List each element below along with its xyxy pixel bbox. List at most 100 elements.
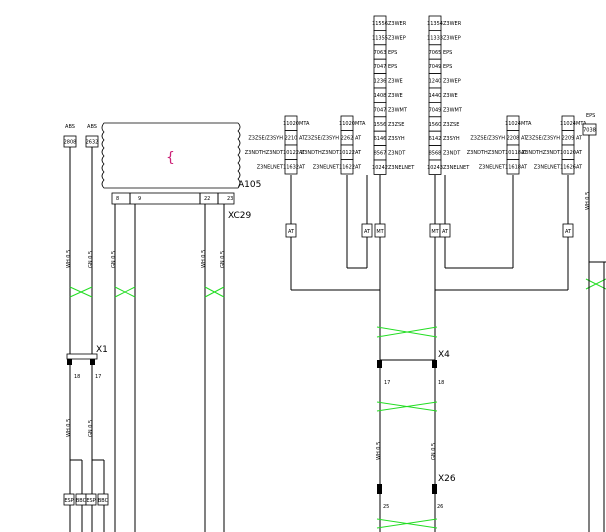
pin-description: Z3ZSE/Z3SYH <box>525 136 560 142</box>
code-label: Z3WEP <box>443 79 461 85</box>
pin-code: 10118 <box>505 150 521 156</box>
pin-label: 2632 <box>86 140 99 146</box>
code-label: Z3WER <box>388 21 407 27</box>
code-label: Z3WMT <box>388 107 408 113</box>
code-label: Z3NELNET <box>443 165 470 171</box>
code-label: Z3WE <box>388 79 403 85</box>
pin-description: Z3ZSE/Z3SYH <box>470 136 505 142</box>
splice-label: X1 <box>96 345 108 355</box>
code-label: Z3ZSE <box>388 122 404 128</box>
wire-label: WH 0.5 <box>66 250 72 268</box>
pin-code: 2209 <box>562 136 575 142</box>
splice-pin: 25 <box>383 504 389 510</box>
module-symbol: { <box>166 150 175 166</box>
junction-label: AT <box>288 229 295 235</box>
bottom-label: ESP <box>64 498 73 504</box>
code-label: Z3WMT <box>443 107 463 113</box>
pin-tag: AT <box>576 150 583 156</box>
code-value: 10243 <box>427 165 443 171</box>
code-value: 1556 <box>374 122 387 128</box>
module-label: A105 <box>238 180 261 190</box>
pin-code: 11020 <box>339 121 355 127</box>
module-pin: 23 <box>227 196 233 202</box>
pin-code: 11622 <box>339 165 355 171</box>
pin-cell <box>561 159 575 175</box>
pin-description: Z3NDTHZ3NDT <box>301 150 340 156</box>
junction-label: MT <box>376 229 384 235</box>
wire-label: GN 0.5 <box>220 251 226 268</box>
code-value: 1408 <box>374 93 387 99</box>
splice-label: X4 <box>438 350 450 360</box>
code-label: EPS <box>443 64 452 70</box>
pin-tag: AT <box>355 150 362 156</box>
twisted-pair-mark <box>376 326 438 338</box>
code-label: Z3ZSE <box>443 122 459 128</box>
bottom-label: BBC <box>76 498 87 504</box>
wire-label: GN 0.5 <box>88 251 94 268</box>
pin-tag: AT <box>521 150 528 156</box>
pin-description: Z3NELNET <box>479 165 506 171</box>
code-label: Z3WE <box>443 93 458 99</box>
splice-pin: 18 <box>74 374 80 380</box>
code-label: Z3SYH <box>443 136 460 142</box>
bottom-label: ESP <box>86 498 95 504</box>
code-cell <box>428 159 442 175</box>
pin-description: Z3NDTHZ3NDT <box>467 150 506 156</box>
code-value: 11333 <box>427 35 443 41</box>
code-label: Z3NDT <box>443 151 461 157</box>
code-label: Z3WER <box>443 21 462 27</box>
twisted-pair-mark <box>376 401 438 412</box>
code-value: 6146 <box>374 136 387 142</box>
wire-code-abs-2: ABS <box>87 124 97 130</box>
code-value: 11556 <box>372 21 388 27</box>
pin-tag: MTA <box>355 121 366 127</box>
module-a105 <box>101 122 241 189</box>
splice-label: X26 <box>438 474 456 484</box>
pin-code: 11618 <box>505 165 521 171</box>
pin-description: Z3ZSE/Z3SYH <box>248 136 283 142</box>
splice-pin: 17 <box>384 380 390 386</box>
pin-code: 11020 <box>283 121 299 127</box>
pin-tag: AT <box>521 136 528 142</box>
code-value: 1560 <box>429 122 442 128</box>
code-value: 11354 <box>427 21 443 27</box>
splice-pin: 26 <box>437 504 443 510</box>
code-label: EPS <box>443 50 452 56</box>
pin-description: Z3NELNET <box>257 165 284 171</box>
code-value: 7049 <box>429 107 442 113</box>
pin-code: 11626 <box>560 165 576 171</box>
code-value: 8568 <box>429 151 442 157</box>
code-cell <box>373 159 387 175</box>
pin-tag: AT <box>576 136 583 142</box>
wire-code-abs-1: ABS <box>65 124 75 130</box>
code-label: Z3WEP <box>388 35 406 41</box>
pin-cell <box>284 159 298 175</box>
wire-label: GN 0.5 <box>88 420 94 437</box>
left-section: ABS ABS 2808 2632 { A105 8 9 22 23 XC29 … <box>63 122 261 532</box>
connector-label: XC29 <box>228 211 252 221</box>
pin-description: Z3NELNET <box>313 165 340 171</box>
junction-node <box>374 223 386 238</box>
pin-code: 10120 <box>560 150 576 156</box>
module-pin: 22 <box>204 196 210 202</box>
pin-code: 11024 <box>505 121 521 127</box>
twisted-pair-mark <box>114 286 136 298</box>
code-value: 7065 <box>429 50 442 56</box>
pin-code: 10122 <box>283 150 299 156</box>
code-value: 1236 <box>374 79 387 85</box>
pin-tag: AT <box>521 165 528 171</box>
pin-code: 2210 <box>285 136 298 142</box>
code-value: 7049 <box>429 64 442 70</box>
pin-description: Z3NDTHZ3NDT <box>522 150 561 156</box>
pin-description: Z3NDTHZ3NDT <box>245 150 284 156</box>
junction-label: AT <box>442 229 449 235</box>
code-label: Z3NELNET <box>388 165 415 171</box>
code-value: 7063 <box>374 50 387 56</box>
junction-node <box>439 223 451 238</box>
twisted-pair-mark <box>376 518 438 529</box>
code-label: Z3WE <box>388 93 403 99</box>
code-value: 1240 <box>429 79 442 85</box>
